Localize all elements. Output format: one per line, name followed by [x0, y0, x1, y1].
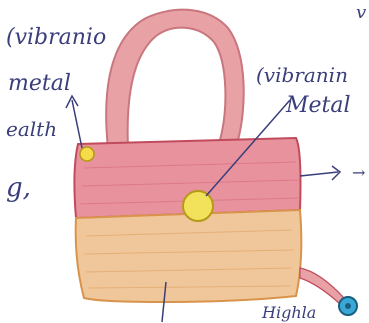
right-arrow — [300, 166, 340, 180]
left-pointer — [66, 96, 82, 148]
label-left-metal: metal — [8, 71, 71, 96]
label-left-health: ealth — [6, 117, 57, 141]
small-button — [80, 147, 94, 161]
label-right-metal: Metal — [285, 93, 351, 118]
label-left-vibranium: (vibranio — [6, 25, 106, 50]
right-arrow-tail: → - — [352, 163, 369, 182]
blue-bead-center — [345, 303, 351, 309]
bag-handle — [106, 10, 244, 148]
clasp-button — [183, 191, 213, 221]
side-strap — [300, 268, 344, 304]
label-bottom-right: Highla — [261, 303, 316, 322]
label-right-vibranium: (vibranin — [256, 63, 348, 87]
top-right-mark: v — [356, 2, 366, 23]
label-left-gr: g, — [6, 173, 31, 203]
